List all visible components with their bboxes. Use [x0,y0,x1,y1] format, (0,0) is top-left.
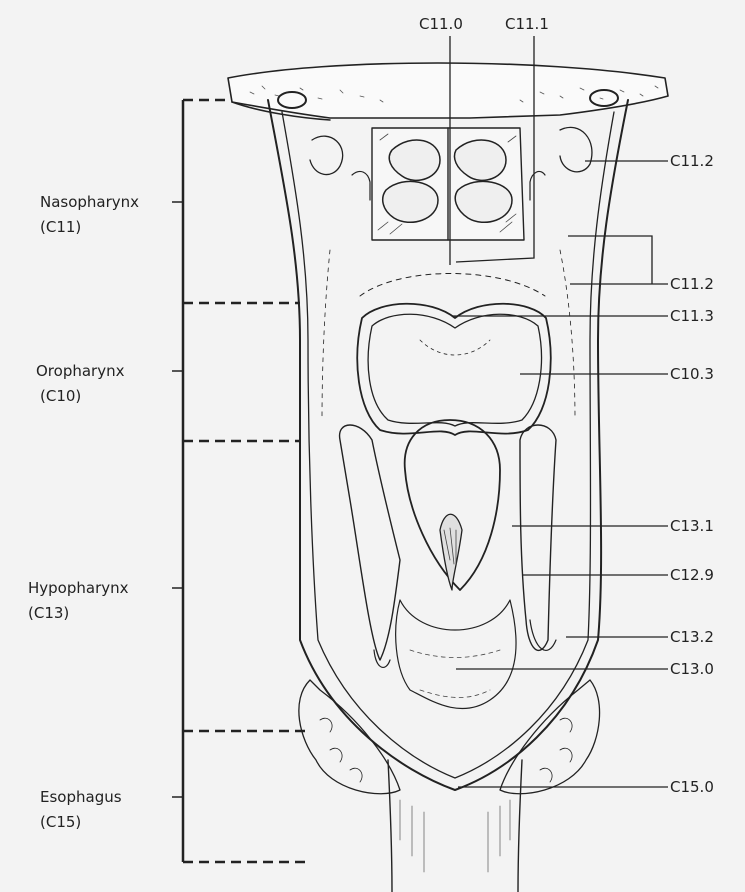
region-code-hypopharynx: (C13) [28,604,69,622]
label-c13-2: C13.2 [670,628,714,646]
anatomy-illustration [228,63,668,892]
region-name-nasopharynx: Nasopharynx [40,193,139,211]
label-c10-3: C10.3 [670,365,714,383]
label-c13-1: C13.1 [670,517,714,535]
epiglottis-outer [357,304,550,435]
right-thyroid [500,680,600,794]
label-c15-0: C15.0 [670,778,714,796]
side-labels: C11.2 C11.2 C11.3 C10.3 C13.1 C12.9 C13.… [670,152,714,796]
region-name-esophagus: Esophagus [40,788,122,806]
label-c11-1: C11.1 [505,15,549,33]
label-c11-2-lower: C11.2 [670,275,714,293]
left-thyroid [299,680,400,794]
right-torus [560,127,592,171]
region-code-nasopharynx: (C11) [40,218,81,236]
esophagus-tube [388,760,522,892]
left-torus [310,136,343,174]
label-c11-0: C11.0 [419,15,463,33]
soft-palate-arc [360,274,545,297]
postcricoid [396,600,516,709]
epiglottis-inner [368,314,541,426]
region-name-hypopharynx: Hypopharynx [28,579,129,597]
right-fold [520,425,556,650]
region-name-oropharynx: Oropharynx [36,362,125,380]
region-labels: Nasopharynx (C11) Oropharynx (C10) Hypop… [28,193,139,831]
region-code-oropharynx: (C10) [40,387,81,405]
label-c11-3: C11.3 [670,307,714,325]
esophagus-texture [400,800,510,872]
left-fold [340,425,400,660]
label-c13-0: C13.0 [670,660,714,678]
label-c11-2-upper: C11.2 [670,152,714,170]
region-code-esophagus: (C15) [40,813,81,831]
label-c12-9: C12.9 [670,566,714,584]
vocal-cords [440,514,462,590]
